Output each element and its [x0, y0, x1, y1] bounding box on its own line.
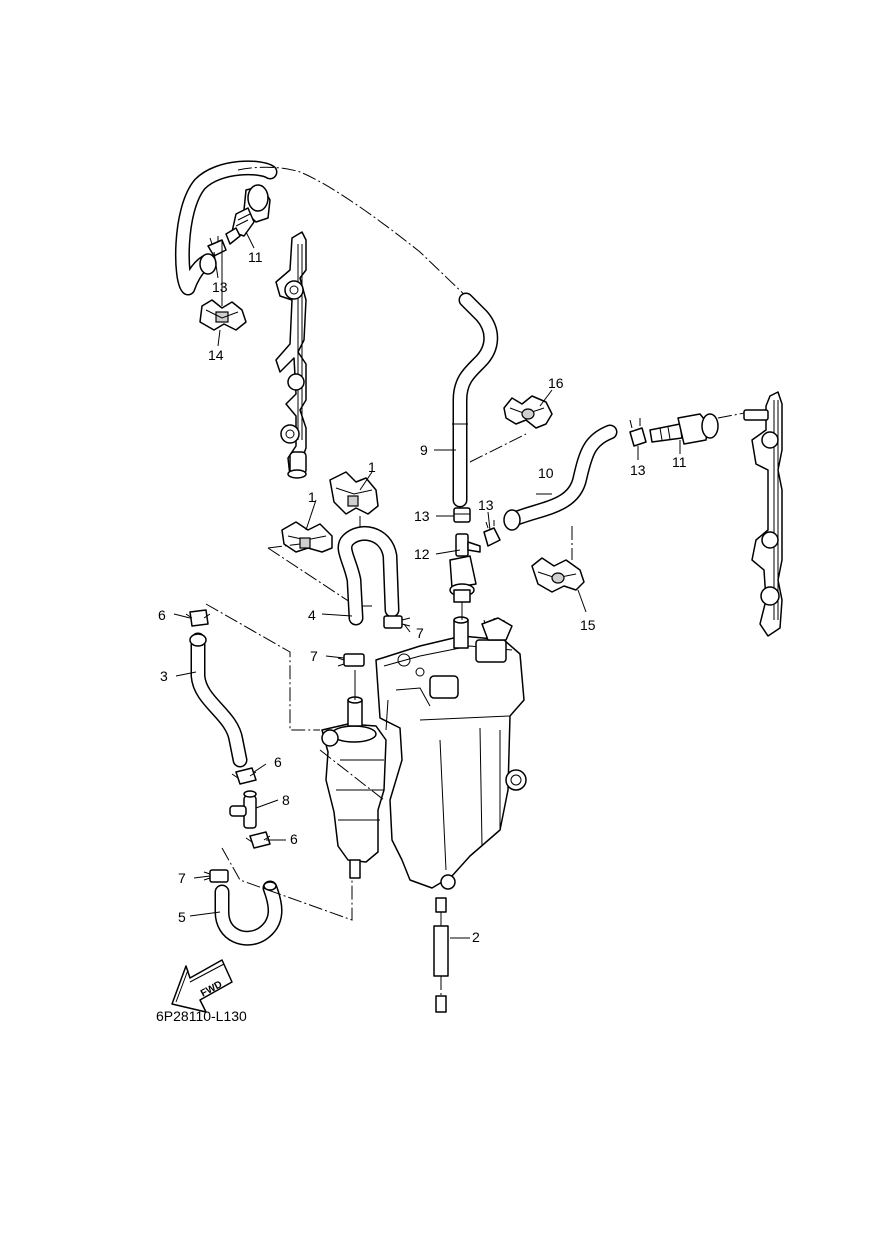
callout-1-lower: 1: [308, 489, 316, 505]
hose-clip-7-right: [383, 615, 411, 629]
callout-6-bottom: 6: [290, 831, 298, 847]
hose-clip-13-right: [629, 418, 647, 447]
hose-clip-13-center: [453, 507, 471, 523]
vapor-separator-body: [375, 616, 527, 890]
hose-clamp-16: [503, 395, 553, 429]
drawing-code: 6P28110-L130: [156, 1008, 247, 1024]
callout-13-joint: 13: [478, 497, 494, 513]
hose-end-13: [199, 253, 217, 275]
hose-clamp-14: [199, 299, 247, 331]
callout-16: 16: [548, 375, 564, 391]
callout-4: 4: [308, 607, 316, 623]
callouts: 11 13 14 16 9 1 10 13 11 1 13 13 12 4 6 …: [158, 249, 687, 945]
callout-7-left: 7: [310, 648, 318, 664]
hose-clip-13-top: [207, 236, 227, 257]
callout-5: 5: [178, 909, 186, 925]
hose-clamp-1-upper: [329, 471, 379, 515]
hose-top-left-loop: [175, 160, 278, 296]
callout-7-right: 7: [416, 625, 424, 641]
fuel-rail-left: [275, 231, 307, 479]
callout-6-top: 6: [158, 607, 166, 623]
fuel-injector-left: [225, 184, 271, 245]
hose-clip-7-bottom: [203, 869, 229, 883]
callout-15: 15: [580, 617, 596, 633]
hose-clip-7-left: [337, 653, 365, 667]
callout-13-top: 13: [212, 279, 228, 295]
fuel-hose-9: [452, 292, 499, 508]
callout-10: 10: [538, 465, 554, 481]
callout-2: 2: [472, 929, 480, 945]
fuel-hose-3: [189, 632, 248, 768]
callout-3: 3: [160, 668, 168, 684]
fuel-injector-right: [649, 413, 719, 445]
fwd-arrow: FWD: [171, 959, 233, 1013]
joint-8: [229, 790, 257, 829]
fuel-hose-4: [337, 525, 400, 626]
hose-clip-6-bottom: [245, 831, 271, 849]
callout-14: 14: [208, 347, 224, 363]
joint-12: [449, 533, 481, 603]
hose-clamp-15: [531, 557, 585, 593]
hose-clip-6-middle: [231, 767, 257, 785]
chain-16-to-9: [469, 433, 527, 463]
assembly-chain-line-top: [237, 166, 481, 313]
hose-clip-13-joint: [483, 520, 501, 547]
chain-3-to-filter: [205, 603, 320, 731]
callout-13-center: 13: [414, 508, 430, 524]
chain-5-to-filter: [221, 847, 353, 921]
callout-11-right: 11: [672, 454, 687, 470]
fuel-hose-10: [503, 424, 618, 531]
callout-9: 9: [420, 442, 428, 458]
leader-lines: [173, 231, 681, 939]
fuel-hose-5: [214, 880, 283, 946]
callout-12: 12: [414, 546, 430, 562]
drain-pipe-2: [433, 897, 449, 1013]
callout-1-upper: 1: [368, 459, 376, 475]
callout-8: 8: [282, 792, 290, 808]
callout-13-right: 13: [630, 462, 646, 478]
callout-7-bottom: 7: [178, 870, 186, 886]
fuel-rail-right: [743, 391, 783, 637]
callout-11-left: 11: [248, 249, 263, 265]
hose-clip-6-top: [185, 609, 211, 627]
fuel-filter-left: [319, 670, 387, 879]
callout-6-middle: 6: [274, 754, 282, 770]
